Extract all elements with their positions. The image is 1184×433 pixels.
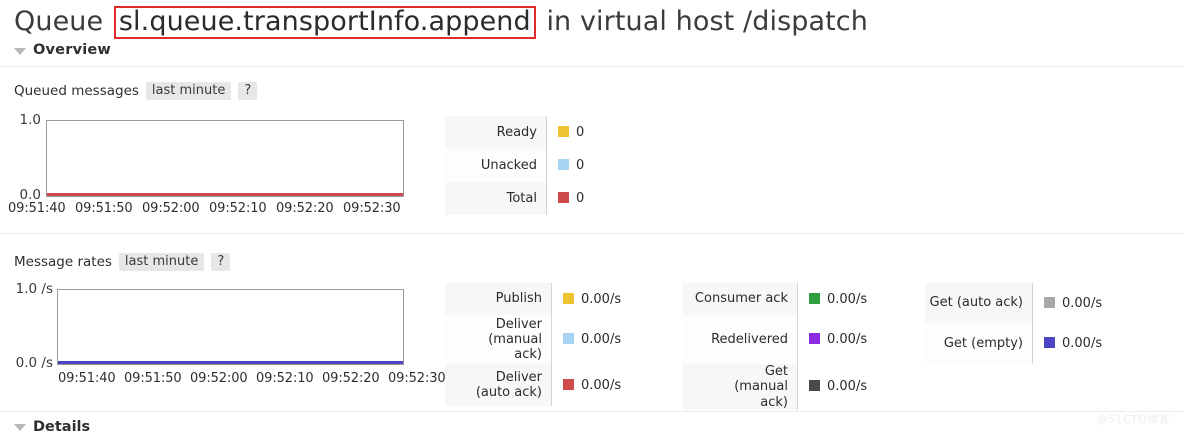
- queued-messages-header: Queued messages last minute ?: [14, 82, 258, 100]
- legend-row: Get (auto ack) 0.00/s: [925, 283, 1103, 323]
- legend-row: Total 0: [445, 182, 585, 215]
- queued-xtick-3: 09:52:10: [209, 201, 267, 216]
- page-title: Queue sl.queue.transportInfo.append in v…: [14, 6, 868, 39]
- legend-value-consumer-ack: 0.00/s: [797, 283, 868, 315]
- queued-chart-xaxis: 09:51:40 09:51:50 09:52:00 09:52:10 09:5…: [8, 201, 410, 216]
- legend-value-get-empty: 0.00/s: [1032, 323, 1103, 364]
- queued-xtick-1: 09:51:50: [75, 201, 133, 216]
- legend-label-get-manual-ack: Get (manual ack): [683, 364, 798, 410]
- legend-value-total: 0: [546, 182, 585, 215]
- legend-label-get-auto-ack: Get (auto ack): [925, 283, 1033, 323]
- queued-xtick-4: 09:52:20: [276, 201, 334, 216]
- queued-xtick-5: 09:52:30: [343, 201, 401, 216]
- rates-chart-ytick-min: 0.0 /s: [15, 355, 53, 371]
- details-section-toggle[interactable]: Details: [14, 420, 90, 433]
- queued-messages-legend: Ready 0 Unacked 0 Total 0: [445, 116, 585, 215]
- color-swatch-total-icon: [558, 192, 569, 203]
- message-rates-label: Message rates: [14, 254, 112, 270]
- rates-xtick-0: 09:51:40: [58, 371, 116, 386]
- overview-section-toggle[interactable]: Overview: [14, 42, 111, 58]
- legend-label-consumer-ack: Consumer ack: [683, 283, 798, 315]
- message-rates-help-icon[interactable]: ?: [211, 253, 231, 271]
- legend-value-deliver-auto-ack: 0.00/s: [551, 364, 622, 406]
- page-title-middle: in virtual host: [546, 6, 735, 37]
- queued-xtick-0: 09:51:40: [8, 201, 66, 216]
- legend-value-ready: 0: [546, 116, 585, 149]
- legend-label-unacked: Unacked: [445, 149, 547, 182]
- color-swatch-unacked-icon: [558, 159, 569, 170]
- rates-chart-series-line: [58, 361, 403, 364]
- color-swatch-get-auto-ack-icon: [1044, 296, 1055, 308]
- message-rates-legend-col2: Consumer ack 0.00/s Redelivered 0.00/s G…: [683, 283, 868, 410]
- legend-label-ready: Ready: [445, 116, 547, 149]
- rates-xtick-4: 09:52:20: [322, 371, 380, 386]
- rates-xtick-1: 09:51:50: [124, 371, 182, 386]
- rates-xtick-3: 09:52:10: [256, 371, 314, 386]
- queued-chart-plot-area[interactable]: [46, 120, 404, 197]
- legend-label-deliver-auto-ack: Deliver (auto ack): [445, 364, 552, 406]
- message-rates-header: Message rates last minute ?: [14, 253, 231, 271]
- section-divider: [0, 233, 1184, 234]
- legend-row: Redelivered 0.00/s: [683, 315, 868, 364]
- legend-value-publish: 0.00/s: [551, 283, 622, 315]
- legend-value-unacked: 0: [546, 149, 585, 182]
- overview-section-label: Overview: [33, 42, 112, 58]
- chevron-down-icon: [14, 47, 26, 55]
- message-rates-period-chip[interactable]: last minute: [118, 253, 205, 271]
- queue-name-highlight: sl.queue.transportInfo.append: [113, 6, 536, 39]
- queued-messages-period-chip[interactable]: last minute: [145, 82, 232, 100]
- rates-xtick-5: 09:52:30: [388, 371, 446, 386]
- rates-chart-xaxis: 09:51:40 09:51:50 09:52:00 09:52:10 09:5…: [58, 371, 454, 386]
- rates-chart-ytick-max: 1.0 /s: [15, 281, 53, 297]
- legend-row: Unacked 0: [445, 149, 585, 182]
- section-divider: [0, 66, 1184, 67]
- watermark: @51CTO博客: [1096, 413, 1170, 426]
- queued-messages-label: Queued messages: [14, 83, 139, 99]
- legend-label-total: Total: [445, 182, 547, 215]
- queued-chart-ytick-max: 1.0: [19, 112, 41, 128]
- legend-row: Ready 0: [445, 116, 585, 149]
- legend-value-redelivered: 0.00/s: [797, 315, 868, 364]
- queued-xtick-2: 09:52:00: [142, 201, 200, 216]
- chevron-down-icon: [14, 424, 26, 431]
- color-swatch-publish-icon: [563, 292, 574, 304]
- color-swatch-get-empty-icon: [1044, 337, 1055, 348]
- legend-row: Deliver (manual ack) 0.00/s: [445, 315, 622, 364]
- section-divider: [0, 411, 1184, 412]
- color-swatch-redelivered-icon: [809, 333, 820, 344]
- legend-label-redelivered: Redelivered: [683, 315, 798, 364]
- details-section-label: Details: [33, 420, 91, 433]
- legend-value-deliver-manual-ack: 0.00/s: [551, 315, 622, 364]
- legend-row: Deliver (auto ack) 0.00/s: [445, 364, 622, 406]
- color-swatch-consumer-ack-icon: [809, 292, 820, 304]
- legend-row: Get (empty) 0.00/s: [925, 323, 1103, 364]
- queued-chart-ytick-min: 0.0: [19, 187, 41, 203]
- color-swatch-deliver-manual-ack-icon: [563, 333, 574, 344]
- message-rates-legend-col3: Get (auto ack) 0.00/s Get (empty) 0.00/s: [925, 283, 1103, 364]
- legend-label-deliver-manual-ack: Deliver (manual ack): [445, 315, 552, 364]
- page-title-prefix: Queue: [14, 6, 104, 37]
- legend-row: Publish 0.00/s: [445, 283, 622, 315]
- legend-value-get-manual-ack: 0.00/s: [797, 364, 868, 410]
- legend-row: Get (manual ack) 0.00/s: [683, 364, 868, 410]
- legend-label-get-empty: Get (empty): [925, 323, 1033, 364]
- color-swatch-deliver-auto-ack-icon: [563, 378, 574, 390]
- color-swatch-ready-icon: [558, 126, 569, 137]
- message-rates-legend-col1: Publish 0.00/s Deliver (manual ack) 0.00…: [445, 283, 622, 406]
- color-swatch-get-manual-ack-icon: [809, 380, 820, 392]
- rates-xtick-2: 09:52:00: [190, 371, 248, 386]
- vhost-name: /dispatch: [743, 6, 868, 37]
- queued-chart-total-series-line: [47, 193, 403, 196]
- legend-value-get-auto-ack: 0.00/s: [1032, 283, 1103, 323]
- queued-messages-help-icon[interactable]: ?: [238, 82, 258, 100]
- legend-row: Consumer ack 0.00/s: [683, 283, 868, 315]
- rates-chart-plot-area[interactable]: [57, 289, 404, 365]
- legend-label-publish: Publish: [445, 283, 552, 315]
